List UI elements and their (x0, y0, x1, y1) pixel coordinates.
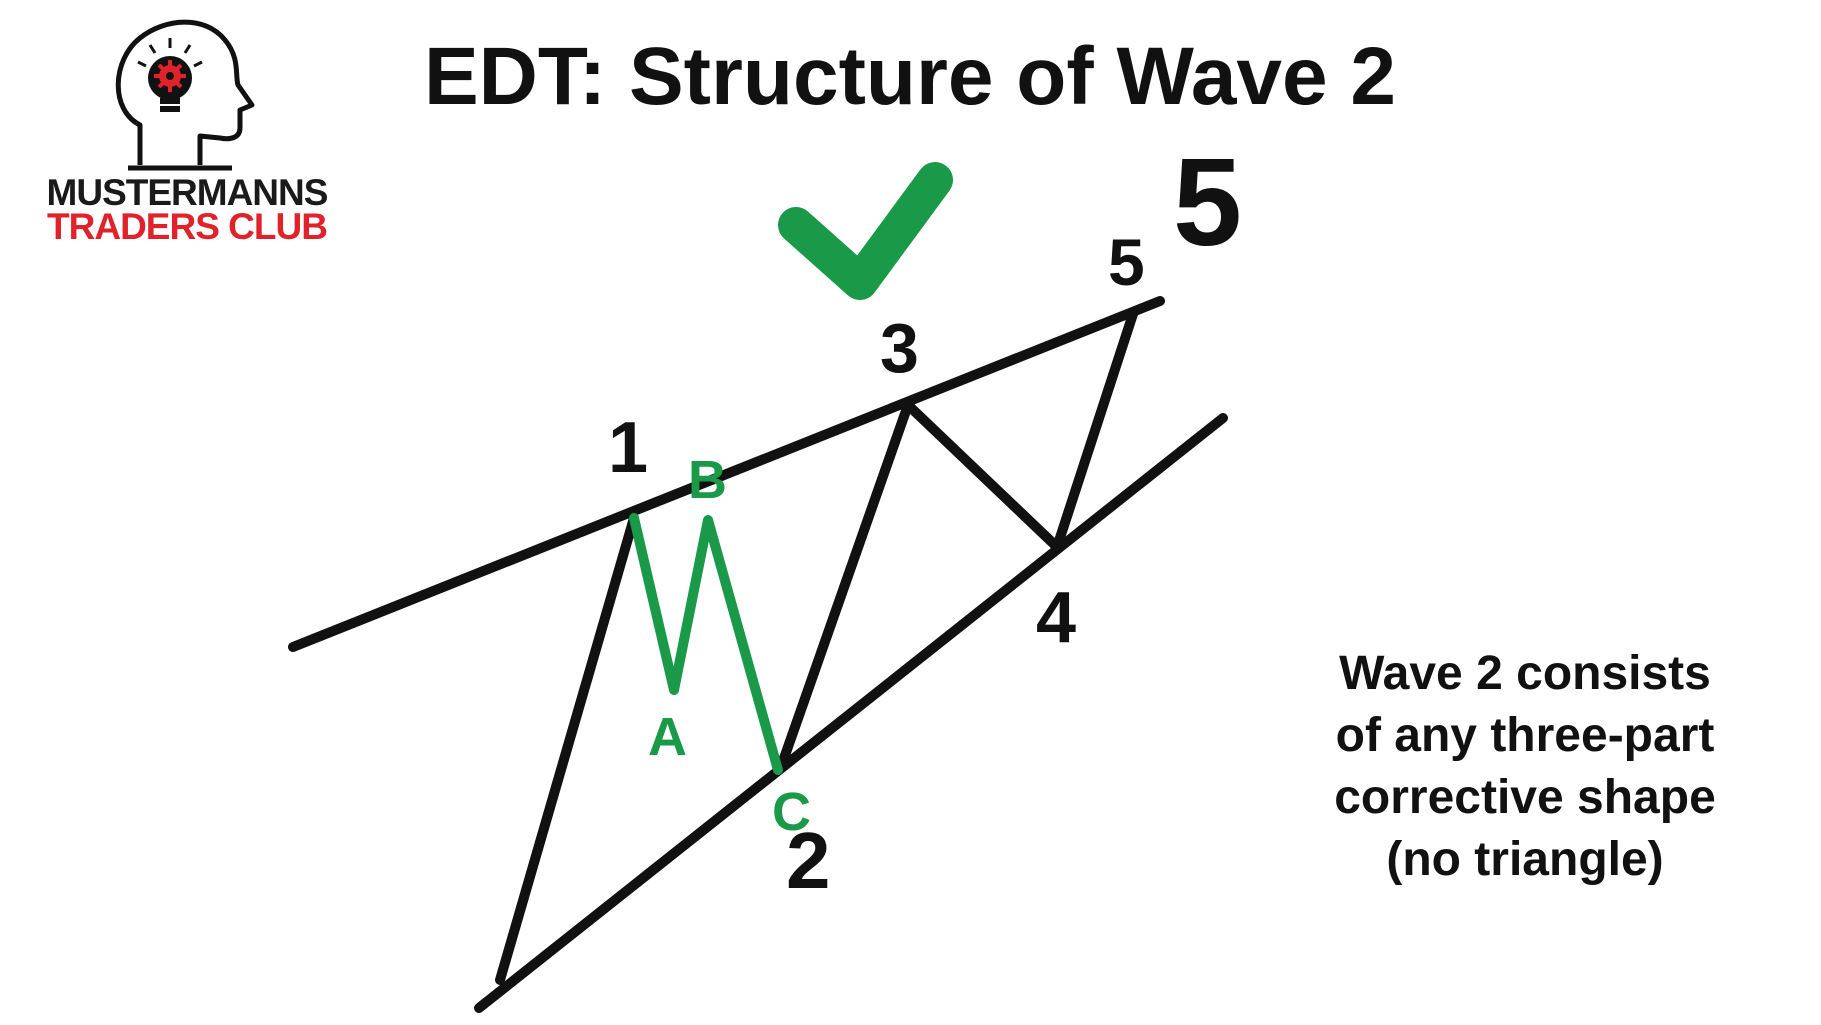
wave-label-3: 3 (880, 309, 919, 387)
caption-line-4: (no triangle) (1386, 833, 1664, 886)
lower-trendline (474, 413, 1228, 1013)
wave-label-5-large: 5 (1173, 134, 1242, 272)
caption-line-2: of any three-part (1335, 709, 1715, 762)
wave-5-leg (1052, 309, 1138, 552)
logo-brand-line1: MUSTERMANNS (46, 172, 329, 213)
caption-line-3: corrective shape (1334, 771, 1716, 824)
caption-line-1: Wave 2 consists (1339, 647, 1711, 700)
wave-2-abc-path (629, 513, 783, 775)
wave-label-4: 4 (1036, 578, 1076, 658)
subwave-label-b: B (688, 450, 727, 510)
upper-trendline (288, 296, 1165, 652)
wave-label-1: 1 (608, 408, 648, 488)
wave-label-2: 2 (786, 816, 831, 905)
head-lightbulb-logo-icon (115, 19, 255, 171)
logo-brand-line2: TRADERS CLUB (47, 206, 328, 247)
wave-3-leg (777, 400, 913, 769)
page-title: EDT: Structure of Wave 2 (423, 31, 1397, 122)
explanation-caption: Wave 2 consists of any three-part correc… (1290, 643, 1760, 891)
subwave-label-c: C (772, 782, 811, 842)
wave-4-leg (903, 400, 1062, 552)
wave-label-5: 5 (1108, 225, 1145, 299)
subwave-label-a: A (648, 707, 687, 767)
wave-1-leg (495, 513, 639, 985)
checkmark-icon (778, 162, 953, 300)
